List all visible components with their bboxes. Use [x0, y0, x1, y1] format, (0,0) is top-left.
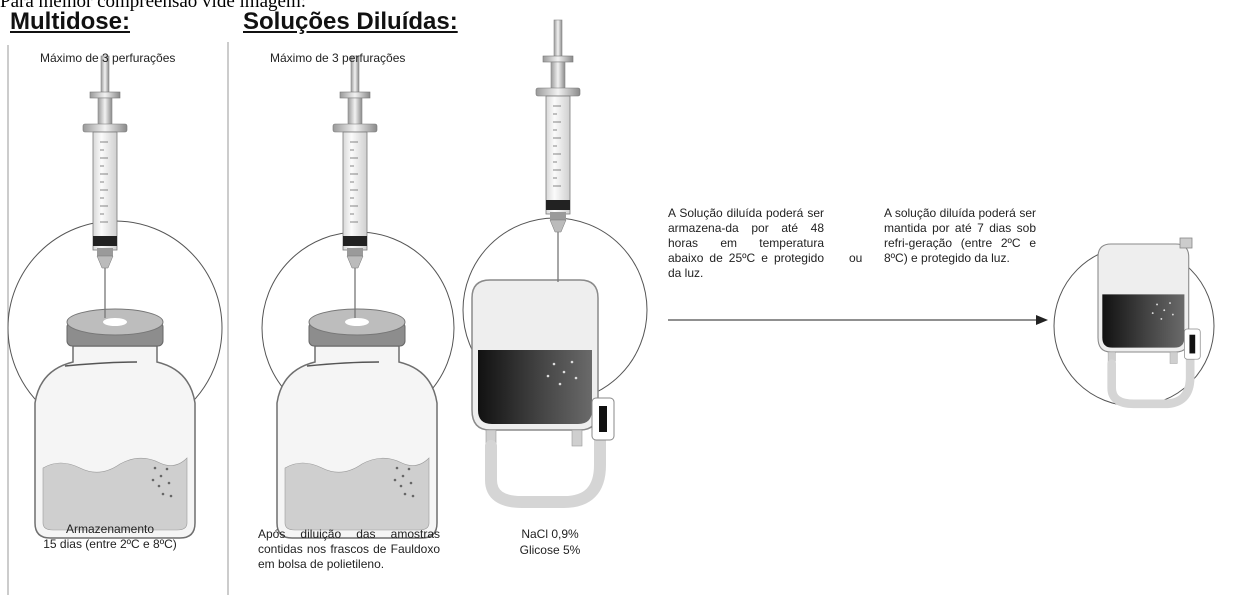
diluted-max-perforations: Máximo de 3 perfurações — [270, 51, 406, 65]
multidose-max-perforations: Máximo de 3 perfurações — [40, 51, 176, 65]
after-dilution-text: Após diluição das amostras contidas nos … — [258, 527, 440, 571]
heading-multidose: Multidose: — [10, 8, 130, 35]
nacl-label: NaCl 0,9% — [521, 527, 579, 541]
glucose-label: Glicose 5% — [519, 543, 581, 557]
multidose-storage-line1: Armazenamento — [65, 522, 155, 536]
intro-caption: Para melhor compreensão vide imagem: — [0, 0, 307, 12]
or-label: ou — [849, 251, 863, 265]
room-temp-option-text: A Solução diluída poderá ser armazena-da… — [668, 206, 824, 280]
multidose-storage-line2: 15 dias (entre 2ºC e 8ºC) — [43, 537, 177, 551]
refrigeration-option-text: A solução diluída poderá ser mantida por… — [884, 206, 1036, 265]
heading-diluted-solutions: Soluções Diluídas: — [243, 8, 458, 35]
